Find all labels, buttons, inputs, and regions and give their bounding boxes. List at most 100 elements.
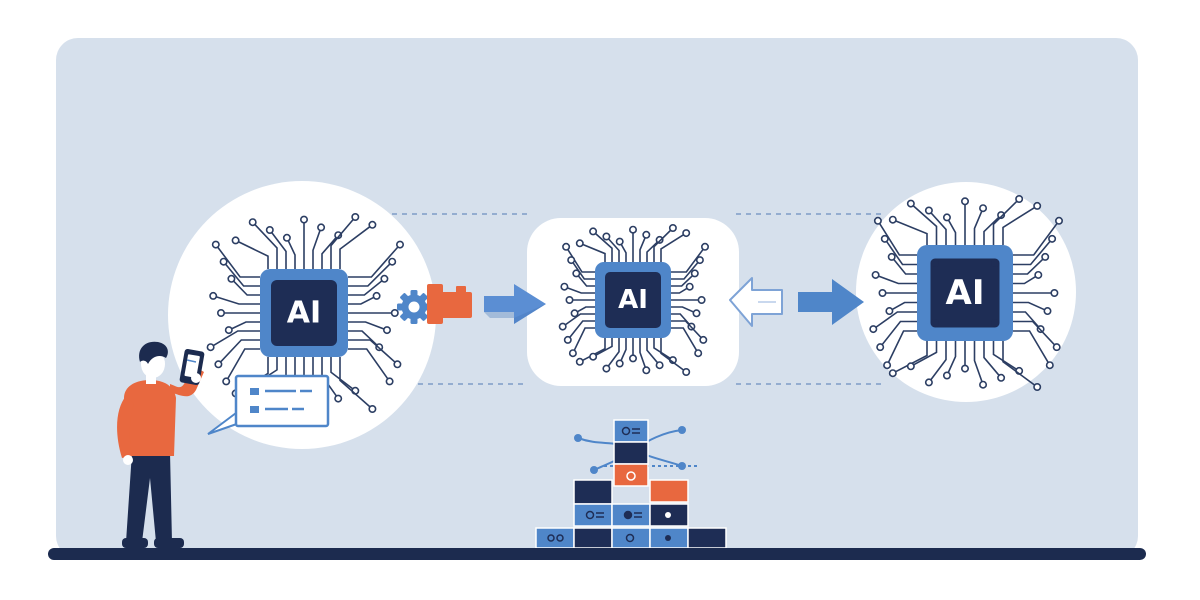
circuit-trace	[671, 327, 699, 354]
left-ai-chip: AI	[260, 269, 348, 357]
circuit-trace	[348, 348, 391, 382]
circuit-node	[567, 256, 576, 265]
circuit-trace	[252, 221, 278, 269]
circuit-node	[876, 343, 885, 352]
circuit-trace	[565, 246, 595, 273]
circuit-node	[628, 354, 637, 363]
circuit-node	[997, 211, 1006, 220]
circuit-trace	[592, 338, 613, 358]
circuit-trace	[653, 338, 674, 361]
circuit-node	[979, 204, 988, 213]
right-chip-traces	[869, 195, 1064, 391]
circuit-node	[560, 282, 569, 291]
left-chip-label: AI	[287, 296, 321, 331]
circuit-trace	[646, 338, 661, 366]
circuit-trace	[653, 227, 674, 262]
circuit-node	[880, 234, 889, 243]
circuit-node	[558, 322, 567, 331]
circuit-trace	[671, 286, 691, 294]
circuit-trace	[348, 321, 388, 331]
circuit-node	[997, 373, 1006, 382]
circuit-node	[1015, 195, 1024, 204]
circuit-node	[1052, 343, 1061, 352]
circuit-trace	[1002, 341, 1038, 388]
circuit-trace	[660, 232, 687, 262]
circuit-trace	[671, 259, 701, 280]
circuit-trace	[321, 234, 339, 269]
circuit-node	[695, 256, 704, 265]
ground-bar	[48, 548, 1146, 560]
circuit-node	[589, 227, 598, 236]
circuit-node	[602, 364, 611, 373]
circuit-trace	[330, 216, 356, 269]
circuit-trace	[1013, 301, 1048, 312]
circuit-node	[575, 357, 584, 366]
circuit-node	[871, 270, 880, 279]
circuit-node	[1033, 201, 1042, 210]
circuit-trace	[671, 306, 697, 315]
circuit-trace	[660, 338, 687, 373]
circuit-node	[1041, 252, 1050, 261]
circuit-trace	[886, 330, 917, 366]
center-chip-traces	[558, 224, 709, 376]
circuit-trace	[575, 272, 595, 287]
center-ai-chip: AI	[595, 262, 671, 338]
circuit-node	[1033, 382, 1042, 391]
circuit-trace	[562, 313, 595, 328]
circuit-trace	[348, 278, 385, 296]
circuit-node	[628, 225, 637, 234]
circuit-node	[924, 378, 933, 387]
left-chip-traces	[206, 213, 404, 413]
circuit-node	[668, 224, 677, 233]
circuit-node	[589, 352, 598, 361]
circuit-trace	[570, 259, 595, 280]
circuit-trace	[579, 242, 606, 262]
circuit-node	[209, 291, 218, 300]
circuit-node	[1048, 234, 1057, 243]
circuit-trace	[928, 341, 947, 383]
circuit-trace	[564, 285, 595, 294]
circuit-node	[385, 377, 394, 386]
circuit-trace	[592, 230, 613, 262]
circuit-trace	[222, 261, 260, 287]
circuit-trace	[605, 235, 620, 262]
circuit-trace	[619, 241, 627, 262]
circuit-node	[334, 394, 343, 403]
circuit-node	[1055, 216, 1064, 225]
circuit-node	[227, 274, 236, 283]
circuit-node	[685, 282, 694, 291]
circuit-node	[372, 291, 381, 300]
circuit-node	[575, 239, 584, 248]
circuit-node	[224, 326, 233, 335]
circuit-node	[655, 361, 664, 370]
circuit-node	[248, 218, 257, 227]
circuit-node	[214, 360, 223, 369]
circuit-trace	[1013, 238, 1053, 266]
circuit-trace	[228, 321, 260, 331]
circuit-node	[682, 367, 691, 376]
circuit-node	[655, 235, 664, 244]
circuit-trace	[348, 330, 380, 348]
circuit-node	[382, 326, 391, 335]
circuit-trace	[892, 218, 928, 245]
circuit-node	[299, 215, 308, 224]
circuit-node	[395, 240, 404, 249]
circuit-node	[231, 236, 240, 245]
circuit-node	[682, 229, 691, 238]
circuit-trace	[225, 348, 260, 382]
circuit-node	[222, 377, 231, 386]
circuit-node	[265, 226, 274, 235]
circuit-node	[602, 232, 611, 241]
circuit-trace	[946, 341, 957, 376]
circuit-trace	[1013, 320, 1058, 348]
circuit-trace	[574, 306, 595, 314]
circuit-node	[700, 242, 709, 251]
return-arrow-icon	[729, 277, 783, 327]
circuit-trace	[348, 295, 377, 305]
circuit-trace	[639, 338, 648, 371]
puzzle-connector-icon	[427, 284, 472, 324]
circuit-trace	[983, 214, 1002, 245]
circuit-trace	[671, 272, 696, 287]
circuit-node	[906, 199, 915, 208]
